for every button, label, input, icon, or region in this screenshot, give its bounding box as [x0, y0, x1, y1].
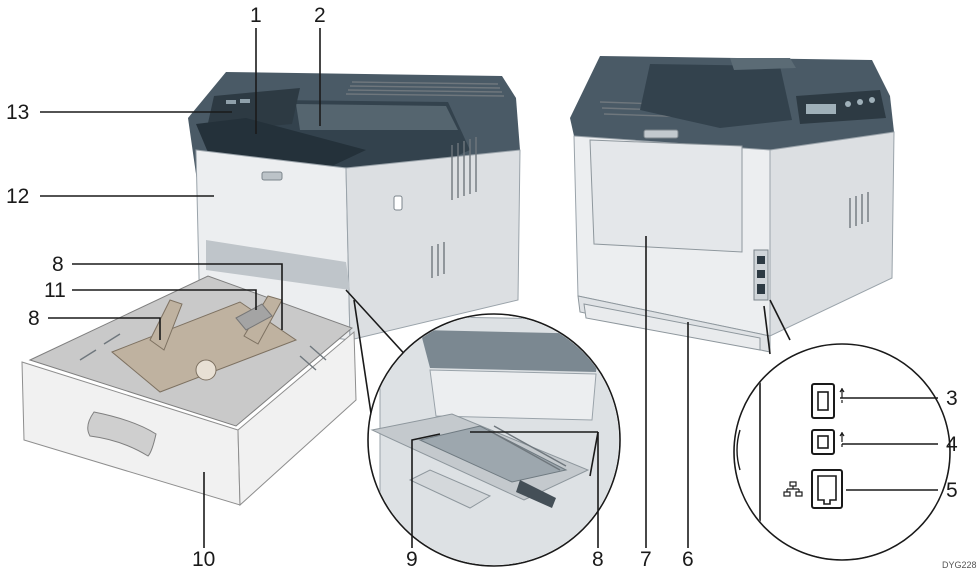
- rear-cover: [589, 139, 743, 253]
- tray-handle: [87, 411, 157, 457]
- callout-3: 3: [946, 387, 958, 410]
- front-cover-lever: [261, 171, 283, 181]
- callout-12: 12: [6, 185, 29, 208]
- control-panel-rear: [796, 90, 886, 124]
- callout-8-left: 8: [28, 307, 40, 330]
- callout-10: 10: [192, 548, 215, 571]
- callout-6: 6: [682, 548, 694, 571]
- image-code: DYG228: [942, 560, 977, 570]
- callout-numbers: 1 2 13 12 8 11 8 10 9 8 7 6 3 4 5 DYG228: [6, 4, 977, 571]
- callout-4: 4: [946, 433, 958, 456]
- callout-11: 11: [44, 279, 66, 302]
- usb-a-port: [811, 383, 835, 419]
- callout-8-bottom: 8: [592, 548, 604, 571]
- callout-8-top: 8: [52, 253, 64, 276]
- power-switch: [393, 195, 403, 211]
- callout-2: 2: [314, 4, 326, 27]
- paper-stopper: [196, 118, 366, 166]
- network-icon: [783, 481, 803, 497]
- side-vent: [431, 137, 477, 278]
- usb-b-port: [811, 429, 835, 455]
- bypass-tray-zoom: [345, 289, 621, 567]
- usb-icon: [839, 387, 845, 403]
- callout-1: 1: [250, 4, 262, 27]
- callout-13: 13: [6, 101, 29, 124]
- top-vent: [345, 81, 505, 97]
- callout-9: 9: [406, 548, 418, 571]
- leader-lines: [40, 28, 938, 548]
- paper-tray: [21, 275, 357, 507]
- callout-7: 7: [640, 548, 652, 571]
- callout-5: 5: [946, 479, 958, 502]
- rear-printer: [570, 56, 895, 353]
- guide-release-knob: [195, 359, 217, 381]
- ethernet-port: [811, 469, 843, 509]
